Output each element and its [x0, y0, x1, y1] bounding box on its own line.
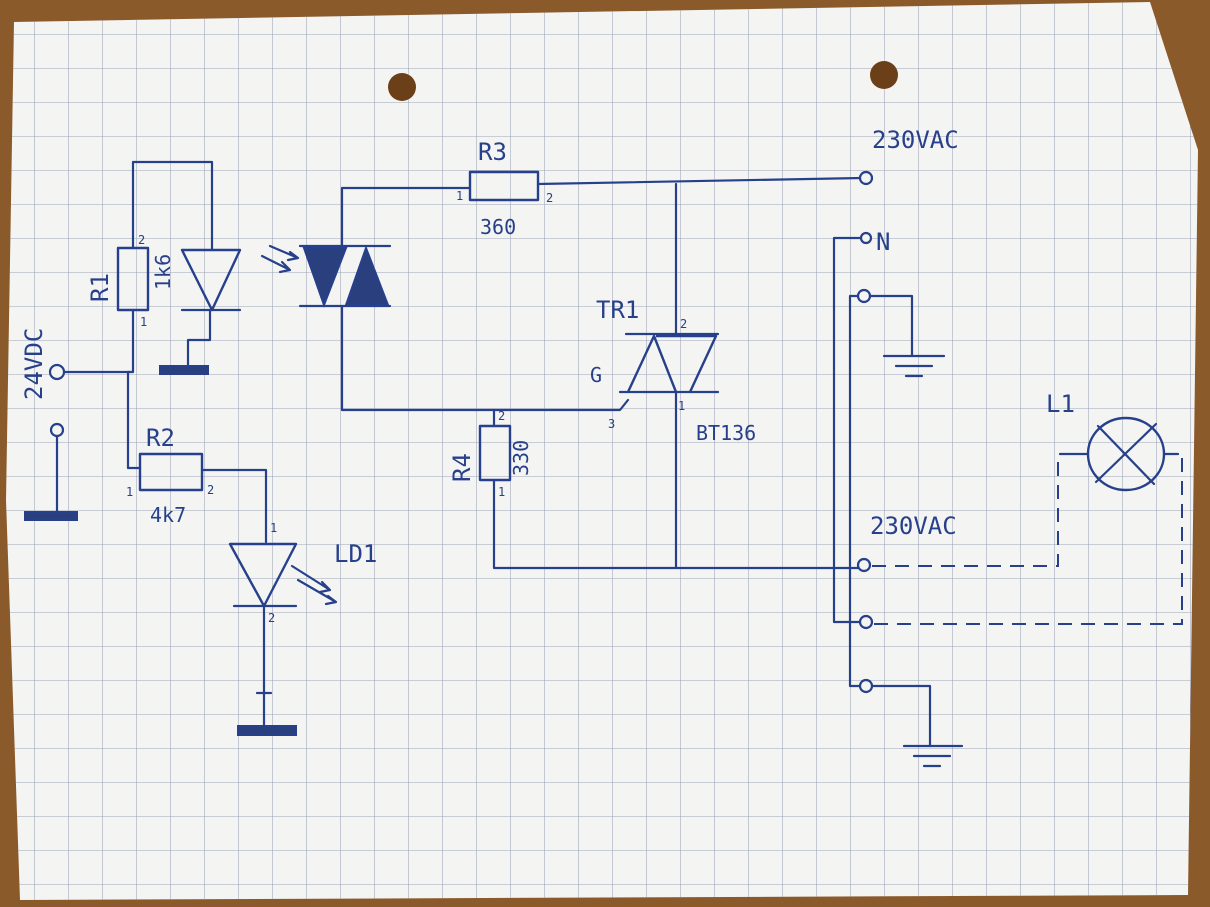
neutral-label: N	[876, 228, 890, 256]
svg-text:1: 1	[126, 485, 133, 499]
r1-ref: R1	[86, 273, 114, 302]
ac-terminal-block	[832, 170, 964, 768]
svg-text:1: 1	[456, 189, 463, 203]
ac-out-label: 230VAC	[870, 512, 957, 540]
resistor-r1	[116, 160, 214, 470]
dc-supply-label: 24VDC	[20, 328, 48, 400]
svg-text:1: 1	[270, 521, 277, 535]
svg-text:2: 2	[138, 233, 145, 247]
r4-ref: R4	[448, 453, 476, 482]
svg-text:2: 2	[207, 483, 214, 497]
diode-1	[159, 248, 242, 375]
tr1-gate: G	[590, 363, 602, 387]
svg-text:2: 2	[546, 191, 553, 205]
r4-value: 330	[509, 440, 533, 476]
ld1-ref: LD1	[334, 540, 377, 568]
resistor-r2	[138, 452, 268, 544]
led-ld1	[228, 542, 338, 736]
resistor-r3	[468, 170, 864, 202]
svg-text:1: 1	[498, 485, 505, 499]
triac-tr1	[618, 182, 720, 570]
l1-ref: L1	[1046, 390, 1075, 418]
punch-hole-left	[388, 73, 416, 101]
punch-hole-right	[870, 61, 898, 89]
svg-text:1: 1	[140, 315, 147, 329]
r2-value: 4k7	[150, 503, 186, 527]
tr1-ref: TR1	[596, 296, 639, 324]
dc-input-terminal	[24, 363, 132, 521]
grid-lines	[6, 2, 1198, 900]
tr1-part: BT136	[696, 421, 756, 445]
svg-text:2: 2	[268, 611, 275, 625]
svg-text:1: 1	[678, 399, 685, 413]
resistor-r4	[478, 408, 860, 570]
r2-ref: R2	[146, 424, 175, 452]
lamp-l1	[872, 416, 1183, 625]
ac-in-label: 230VAC	[872, 126, 959, 154]
opto-triac	[260, 186, 630, 412]
r3-value: 360	[480, 215, 516, 239]
svg-text:3: 3	[608, 417, 615, 431]
svg-text:2: 2	[680, 317, 687, 331]
svg-text:2: 2	[498, 409, 505, 423]
r3-ref: R3	[478, 138, 507, 166]
r1-value: 1k6	[151, 254, 175, 290]
